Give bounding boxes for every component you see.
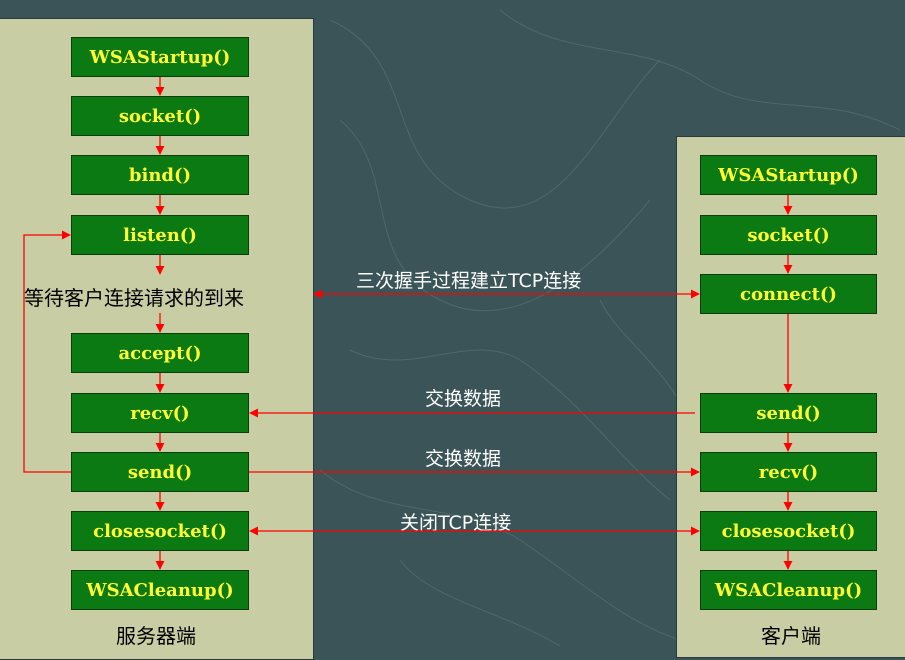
server-wsastartup-box: WSAStartup() (71, 37, 249, 77)
server-send-box: send() (71, 452, 249, 492)
server-socket-box: socket() (71, 96, 249, 136)
client-recv-box: recv() (700, 452, 877, 492)
server-bind-box: bind() (71, 155, 249, 195)
server-caption: 服务器端 (116, 624, 196, 648)
exchange-label-2: 交换数据 (425, 448, 502, 470)
client-connect-box: connect() (700, 274, 877, 314)
server-accept-box: accept() (71, 333, 249, 373)
server-wsacleanup-box: WSACleanup() (71, 570, 249, 610)
client-wsacleanup-box: WSACleanup() (700, 570, 877, 610)
client-closesocket-box: closesocket() (700, 511, 877, 551)
client-socket-box: socket() (700, 215, 877, 255)
waiting-text: 等待客户连接请求的到来 (24, 286, 244, 310)
server-listen-box: listen() (71, 215, 249, 255)
client-send-box: send() (700, 393, 877, 433)
background-contours (319, 9, 901, 646)
server-closesocket-box: closesocket() (71, 511, 249, 551)
handshake-label: 三次握手过程建立TCP连接 (356, 270, 582, 292)
exchange-label-1: 交换数据 (425, 388, 502, 410)
server-recv-box: recv() (71, 393, 249, 433)
close-label: 关闭TCP连接 (400, 512, 512, 534)
client-wsastartup-box: WSAStartup() (700, 155, 877, 195)
client-caption: 客户端 (761, 624, 821, 648)
